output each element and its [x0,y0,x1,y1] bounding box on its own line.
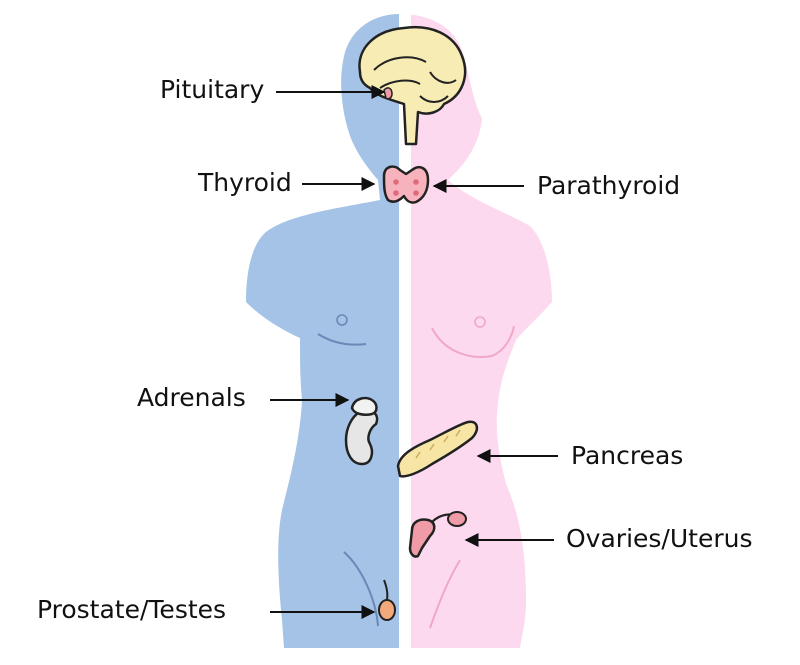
label-thyroid: Thyroid [197,168,292,197]
male-nipple [336,314,348,326]
thyroid-gland-icon [382,165,430,204]
label-pancreas: Pancreas [571,441,683,470]
ovary-uterus-icon [408,511,467,558]
label-parathyroid: Parathyroid [537,171,680,200]
label-prostate-testes: Prostate/Testes [37,595,226,624]
female-nipple [474,316,486,328]
female-groin-line [429,559,461,629]
label-pituitary: Pituitary [160,75,264,104]
adrenal-gland-icon [344,396,379,466]
female-body-half [400,14,552,648]
male-chest-line [317,333,367,346]
pancreas-icon [396,420,479,478]
label-ovaries-uterus: Ovaries/Uterus [566,524,752,553]
testis-icon [378,579,396,621]
male-body-half [246,14,400,648]
label-adrenals: Adrenals [137,383,246,412]
pituitary-gland-icon [383,87,393,100]
male-groin-line [343,551,379,627]
female-breast-line [431,325,515,358]
